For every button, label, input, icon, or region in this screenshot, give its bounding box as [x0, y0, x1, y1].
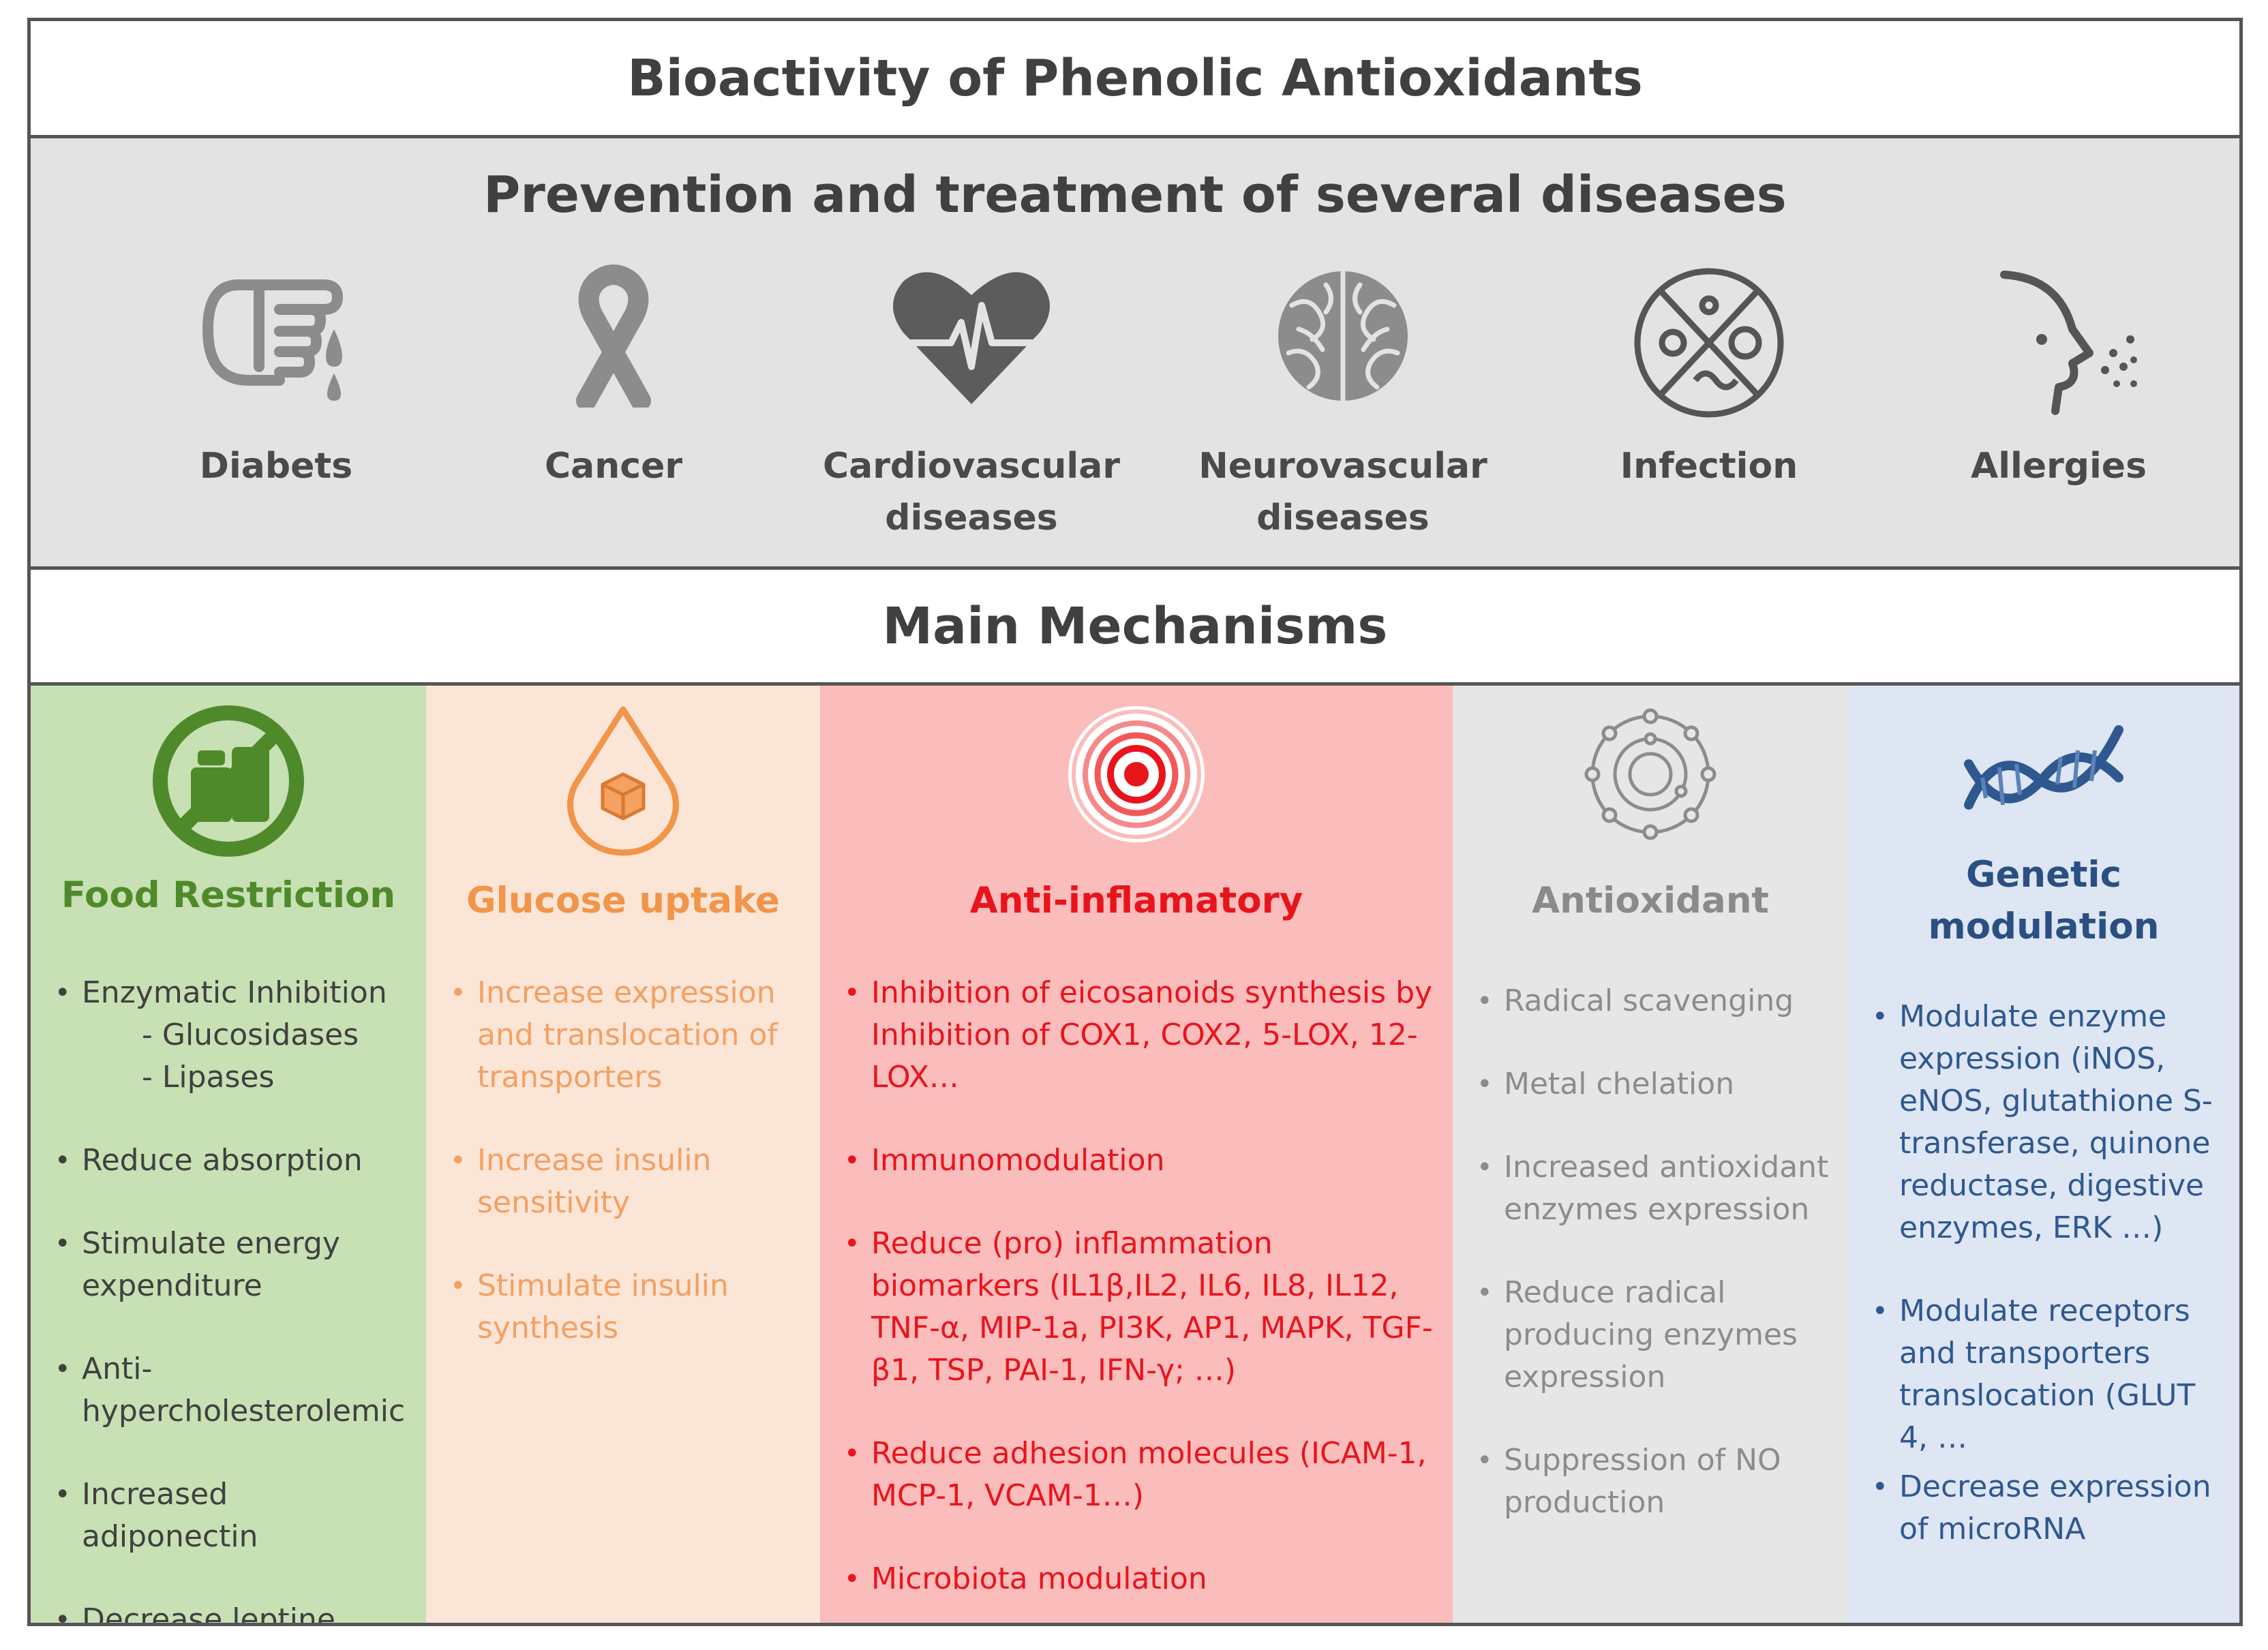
list-item: Radical scavenging — [1477, 980, 1834, 1022]
atom-ring-icon — [1584, 708, 1717, 840]
diseases-panel: Prevention and treatment of several dise… — [31, 138, 2239, 570]
mechanism-list: Radical scavenging Metal chelation Incre… — [1453, 980, 1848, 1524]
list-item: Anti-hypercholesterolemic — [55, 1348, 412, 1433]
list-item: Metal chelation — [1477, 1063, 1834, 1105]
list-item: Reduce absorption — [55, 1140, 412, 1182]
mechanisms-columns: Food Restriction Enzymatic Inhibition - … — [31, 686, 2239, 1623]
list-item: Inhibition of eicosanoids synthesis by I… — [844, 972, 1439, 1099]
column-glucose-uptake: Glucose uptake Increase expression and t… — [426, 686, 820, 1623]
figure-frame: Bioactivity of Phenolic Antioxidants Pre… — [27, 18, 2243, 1626]
microbes-icon — [1634, 268, 1784, 418]
list-item: Stimulate insulin synthesis — [450, 1265, 806, 1349]
diabetes-finger-blood-drop-icon — [202, 279, 343, 401]
disease-infection: Infection — [1545, 264, 1873, 492]
list-item: Increase insulin sensitivity — [450, 1140, 806, 1224]
no-food-icon — [153, 705, 304, 857]
column-food-restriction: Food Restriction Enzymatic Inhibition - … — [31, 686, 426, 1623]
mechanism-list: Enzymatic Inhibition - Glucosidases - Li… — [31, 972, 426, 1623]
list-item: Reduce radical producing enzymes express… — [1477, 1272, 1834, 1399]
mechanism-list: Modulate enzyme expression (iNOS, eNOS, … — [1848, 996, 2239, 1550]
list-item: Reduce adhesion molecules (ICAM-1, MCP-1… — [844, 1433, 1439, 1517]
disease-label: Allergies — [1970, 446, 2147, 487]
mechanism-list: Inhibition of eicosanoids synthesis by I… — [820, 972, 1453, 1600]
mechanisms-heading: Main Mechanisms — [882, 596, 1388, 656]
list-item: Decrease leptine — [55, 1599, 412, 1623]
column-anti-inflamatory: Anti-inflamatory Inhibition of eicosanoi… — [820, 686, 1453, 1623]
list-item: Stimulate energy expenditure — [55, 1223, 412, 1307]
column-title: Antioxidant — [1532, 880, 1769, 921]
disease-allergies: Allergies — [1895, 264, 2222, 492]
disease-label: Cardiovascular diseases — [822, 446, 1120, 538]
disease-label: Neurovascular diseases — [1198, 446, 1487, 538]
sugar-cube-drop-icon — [567, 706, 679, 856]
disease-label: Diabets — [199, 446, 353, 487]
list-item: Decrease expression of microRNA — [1872, 1466, 2226, 1550]
disease-diabets: Diabets — [112, 264, 440, 492]
list-item: Modulate receptors and transporters tran… — [1872, 1290, 2226, 1459]
column-genetic-modulation: Genetic modulation Modulate enzyme expre… — [1848, 686, 2239, 1623]
sub-item: - Glucosidases — [142, 1018, 359, 1052]
list-item: Modulate enzyme expression (iNOS, eNOS, … — [1872, 996, 2226, 1249]
disease-neurovascular: Neurovascular diseases — [1179, 264, 1507, 544]
disease-label: Cancer — [544, 446, 682, 487]
disease-label: Infection — [1620, 446, 1798, 487]
list-item: Suppression of NO production — [1477, 1439, 1834, 1524]
title-band: Bioactivity of Phenolic Antioxidants — [31, 21, 2239, 138]
figure-title: Bioactivity of Phenolic Antioxidants — [627, 48, 1643, 108]
disease-cancer: Cancer — [450, 264, 777, 492]
inflammation-target-icon — [1068, 706, 1205, 842]
list-item: Enzymatic Inhibition - Glucosidases - Li… — [55, 972, 412, 1099]
disease-cardiovascular: Cardiovascular diseases — [808, 264, 1135, 544]
list-item: Reduce (pro) inflammation biomarkers (IL… — [844, 1223, 1439, 1392]
column-antioxidant: Antioxidant Radical scavenging Metal che… — [1453, 686, 1848, 1623]
list-item: Immunomodulation — [844, 1140, 1439, 1182]
heart-pulse-icon — [893, 272, 1050, 404]
list-item: Microbiota modulation — [844, 1558, 1439, 1600]
diseases-heading: Prevention and treatment of several dise… — [483, 166, 1787, 224]
brain-icon — [1278, 270, 1408, 403]
list-item: Increased antioxidant enzymes expression — [1477, 1146, 1834, 1231]
list-item: Increased adiponectin — [55, 1473, 412, 1558]
list-item: Increase expression and translocation of… — [450, 972, 806, 1099]
column-title: Anti-inflamatory — [969, 880, 1303, 921]
face-sneeze-icon — [2000, 271, 2137, 415]
awareness-ribbon-icon — [576, 264, 651, 408]
column-title: Genetic modulation — [1928, 854, 2160, 947]
mechanism-list: Increase expression and translocation of… — [426, 972, 820, 1349]
column-title: Food Restriction — [61, 874, 396, 916]
column-title: Glucose uptake — [466, 880, 780, 921]
dna-helix-icon — [1964, 725, 2123, 810]
sub-item: - Lipases — [142, 1060, 275, 1095]
mechanisms-heading-band: Main Mechanisms — [31, 570, 2239, 686]
